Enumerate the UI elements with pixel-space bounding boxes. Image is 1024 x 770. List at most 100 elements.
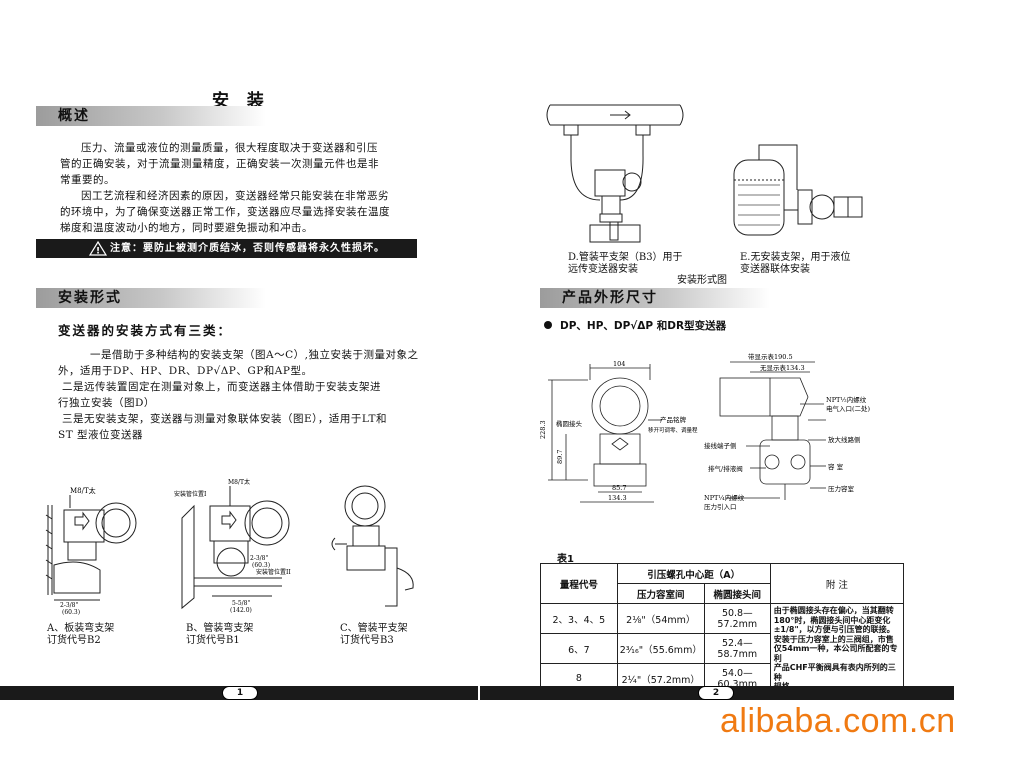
table-header: 附 注 xyxy=(769,563,905,604)
section-heading: 概述 xyxy=(58,108,90,124)
dim-label: 无显示表134.3 xyxy=(760,363,805,372)
table-cell: 2⅛"（54mm） xyxy=(616,602,705,635)
note-line: 由于椭圆接头存在偏心，当其翻转 xyxy=(773,606,894,615)
table-cell: 52.4—58.7mm xyxy=(703,633,771,665)
paragraph: ST 型液位变送器 xyxy=(58,429,144,441)
dim-label: 134.3 xyxy=(608,494,627,502)
bullet-text: DP、HP、DP√ΔP 和DR型变送器 xyxy=(560,320,727,332)
warning-text: 注意：要防止被测介质结冰，否则传感器将永久性损坏。 xyxy=(110,243,385,254)
table-cell: 6、7 xyxy=(540,633,618,665)
table-cell: 50.8—57.2mm xyxy=(703,602,771,635)
warning-bar: ! 注意：要防止被测介质结冰，否则传感器将永久性损坏。 xyxy=(36,239,417,258)
section-overview: 概述 xyxy=(36,106,266,126)
table-header: 压力容室间 xyxy=(616,583,705,604)
dim-label: 接线端子侧 xyxy=(704,441,737,450)
caption-line: B、管装弯支架 xyxy=(186,623,254,634)
caption-line: 远传变送器安装 xyxy=(568,264,638,275)
section-heading: 安装形式 xyxy=(58,290,122,306)
dim-label: 2-3/8" xyxy=(60,602,79,609)
caption-line: C、管装平支架 xyxy=(340,623,408,634)
dim-label: 容 室 xyxy=(828,462,844,471)
paragraph: 梯度和温度波动小的地方，同时要避免振动和冲击。 xyxy=(60,222,313,234)
bracket-c-caption: C、管装平支架 订货代号B3 xyxy=(340,623,408,647)
dimension-side-view: 带显示表190.5 无显示表134.3 NPT½内螺纹 电气入口(二处) 放大线… xyxy=(704,352,871,511)
bracket-c-drawing xyxy=(331,485,414,607)
table-row: 6、7 2³⁄₁₆"（55.6mm） 52.4—58.7mm xyxy=(540,633,904,665)
note-line: 安装于压力容室上的三阀组，市售 xyxy=(773,634,894,644)
paragraph: 管的正确安装，对于流量测量精度，正确安装一次测量元件也是非 xyxy=(60,158,379,170)
caption-line: E.无安装支架，用于液位 xyxy=(740,252,851,263)
paragraph: 二是远传装置固定在测量对象上，而变送器主体借助于安装支架进 xyxy=(62,381,381,393)
note-line: 仅54mm一种，本公司所配套的专利 xyxy=(773,644,898,663)
table-header: 引压螺孔中心距（A） xyxy=(616,563,771,584)
dim-label: 89.7 xyxy=(556,450,564,464)
dim-label: 228.3 xyxy=(539,420,547,439)
section-dimensions: 产品外形尺寸 xyxy=(540,288,770,308)
diagram-e-caption: E.无安装支架，用于液位 变送器联体安装 xyxy=(740,252,850,276)
dim-label: 电气入口(二处) xyxy=(826,404,871,413)
diagram-e-drawing xyxy=(733,144,863,236)
bracket-a-drawing: M8/T太 2-3/8" (60.3) xyxy=(45,486,137,616)
bracket-b-drawing: 安装管位置I M8/T太 2-3/8" (60.3) 安装管位置II 5-5/8… xyxy=(174,478,291,614)
dim-label: 压力引入口 xyxy=(704,502,737,511)
spec-table: 量程代号 引压螺孔中心距（A） 附 注 压力容室间 椭圆接头间 2、3、4、5 … xyxy=(540,563,905,695)
table-header: 量程代号 xyxy=(540,563,618,604)
table-cell: 2³⁄₁₆"（55.6mm） xyxy=(616,633,705,665)
caption-line: 订货代号B1 xyxy=(186,635,240,646)
page-number: 1 xyxy=(222,686,258,700)
bullet-icon xyxy=(544,321,552,329)
bracket-a-caption: A、板装弯支架 订货代号B2 xyxy=(47,623,114,647)
dim-label: 带显示表190.5 xyxy=(748,352,793,361)
diagram-d-caption: D.管装平支架（B3）用于 远传变送器安装 xyxy=(568,252,683,276)
dim-label: NPT½内螺纹 xyxy=(826,395,867,404)
table-cell: 2、3、4、5 xyxy=(540,602,618,635)
note-line: 180°时，椭圆接头间中心距变化 xyxy=(773,615,891,625)
caption-line: A、板装弯支架 xyxy=(47,623,115,634)
dim-label: (142.0) xyxy=(230,607,252,614)
section-heading: 产品外形尺寸 xyxy=(562,290,658,306)
dim-label: 安装管位置I xyxy=(174,490,207,498)
table-caption: 表1 xyxy=(557,554,574,565)
install-subheading: 变送器的安装方式有三类： xyxy=(58,323,233,338)
paragraph: 压力、流量或液位的测量质量，很大程度取决于变送器和引压 xyxy=(81,142,378,154)
watermark: alibaba.com.cn xyxy=(720,702,956,740)
note-line: ±1/8"，以方便与引压管的联接。 xyxy=(773,625,895,634)
table-header-row: 量程代号 引压螺孔中心距（A） 附 注 xyxy=(540,563,905,604)
dim-label: NPT¼内螺纹 xyxy=(704,493,745,502)
dim-label: 安装管位置II xyxy=(256,568,291,576)
svg-text:!: ! xyxy=(96,247,100,257)
paragraph: 一是借助于多种结构的安装支架（图A～C）,独立安装于测量对象之 xyxy=(90,349,419,361)
dim-label: (60.3) xyxy=(62,609,80,616)
dimension-bullet: DP、HP、DP√ΔP 和DR型变送器 xyxy=(544,318,726,333)
table-header-row: 压力容室间 椭圆接头间 xyxy=(541,583,904,604)
dim-label: 5-5/8" xyxy=(232,600,251,607)
caption-line: 订货代号B3 xyxy=(340,635,394,646)
diagram-d-drawing xyxy=(546,104,684,243)
dim-label: 移开可调零、调量程 xyxy=(648,426,698,434)
dim-label: 椭圆接头 xyxy=(556,419,583,428)
caption-line: 订货代号B2 xyxy=(47,635,101,646)
dim-label: M8/T太 xyxy=(70,486,96,495)
paragraph: 外，适用于DP、HP、DR、DP√ΔP、GP和AP型。 xyxy=(58,365,313,377)
table-row: 2、3、4、5 2⅛"（54mm） 50.8—57.2mm 由于椭圆接头存在偏心… xyxy=(540,602,905,695)
dim-label: 2-3/8" xyxy=(250,555,269,562)
dim-label: (60.3) xyxy=(252,562,270,569)
bracket-b-caption: B、管装弯支架 订货代号B1 xyxy=(186,623,253,647)
paragraph: 的环境中，为了确保变送器正常工作，变送器应尽量选择安装在温度 xyxy=(60,206,390,218)
warning-icon: ! xyxy=(89,241,107,256)
caption-line: 变送器联体安装 xyxy=(740,264,810,275)
dim-label: 压力容室 xyxy=(828,484,855,493)
dim-label: 排气/排液阀 xyxy=(708,464,743,473)
overview-text: 压力、流量或液位的测量质量，很大程度取决于变送器和引压 管的正确安装，对于流量测… xyxy=(60,140,420,236)
dim-label: 产品铭牌 xyxy=(660,415,687,424)
dim-label: 104 xyxy=(613,360,625,368)
section-install-types: 安装形式 xyxy=(36,288,266,308)
note-line: 产品CHF平衡阀具有表内所列的三种 xyxy=(773,663,896,682)
paragraph: 行独立安装（图D） xyxy=(58,397,155,409)
table-notes: 由于椭圆接头存在偏心，当其翻转 180°时，椭圆接头间中心距变化 ±1/8"，以… xyxy=(769,603,905,695)
page-number: 2 xyxy=(698,686,734,700)
caption-line: D.管装平支架（B3）用于 xyxy=(568,252,683,263)
install-text: 一是借助于多种结构的安装支架（图A～C）,独立安装于测量对象之 外，适用于DP、… xyxy=(58,347,428,443)
paragraph: 因工艺流程和经济因素的原因，变送器经常只能安装在非常恶劣 xyxy=(81,190,389,202)
dim-label: 放大线路侧 xyxy=(828,435,861,444)
